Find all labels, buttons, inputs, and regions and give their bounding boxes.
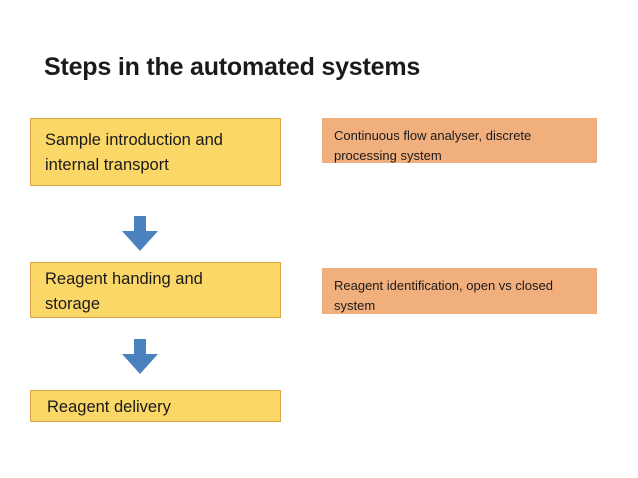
flow-note-box-1[interactable]: Continuous flow analyser, discrete proce… [322,118,597,163]
flow-note-label-2: Reagent identification, open vs closed s… [334,278,553,314]
flow-step-label-3: Reagent delivery [47,398,171,416]
flow-step-box-1[interactable]: Sample introduction and internal transpo… [30,118,281,186]
flow-step-box-3[interactable]: Reagent delivery [30,390,281,422]
page-title: Steps in the automated systems [44,53,421,81]
flow-step-box-2[interactable]: Reagent handing and storage [30,262,281,318]
arrow-down-icon [119,339,161,375]
flow-step-label-2: Reagent handing and storage [45,270,203,314]
flow-note-box-2[interactable]: Reagent identification, open vs closed s… [322,268,597,314]
arrow-down-icon [119,216,161,252]
flow-note-label-1: Continuous flow analyser, discrete proce… [334,128,532,164]
flow-step-label-1: Sample introduction and internal transpo… [45,131,223,175]
